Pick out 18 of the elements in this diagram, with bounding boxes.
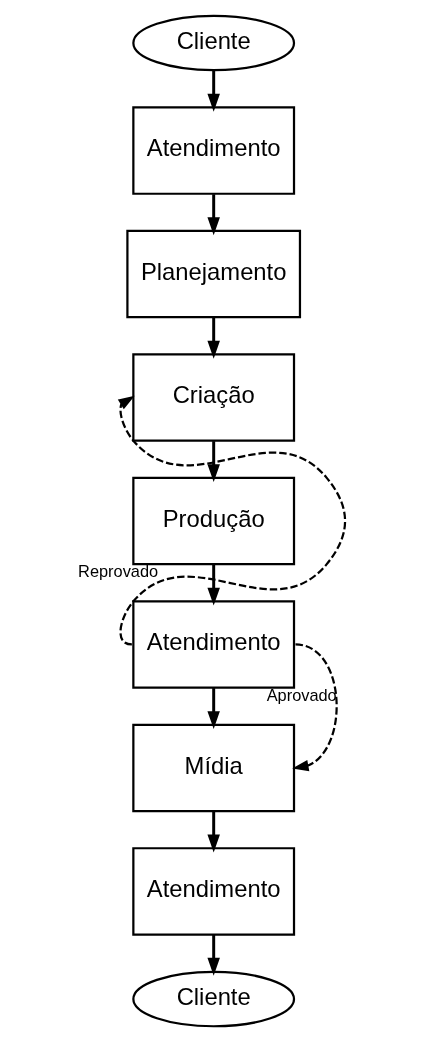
arrow	[206, 564, 220, 606]
node-box: Atendimento	[131, 106, 295, 195]
arrow	[291, 643, 338, 772]
node-box: Produção	[131, 476, 295, 566]
node-ellipse: Cliente	[131, 970, 295, 1028]
arrow	[206, 317, 220, 359]
node-box: Atendimento	[131, 847, 295, 936]
node-box: Mídia	[131, 723, 295, 813]
node-ellipse: Cliente	[131, 14, 295, 72]
node-box: Atendimento	[131, 600, 295, 689]
node-box: Criação	[131, 353, 295, 442]
arrow	[206, 688, 220, 730]
arrow	[206, 934, 220, 976]
arrow	[206, 441, 220, 483]
arrow	[206, 194, 220, 236]
arrow	[206, 70, 220, 112]
arrow	[206, 811, 220, 853]
node-box: Planejamento	[125, 229, 301, 319]
